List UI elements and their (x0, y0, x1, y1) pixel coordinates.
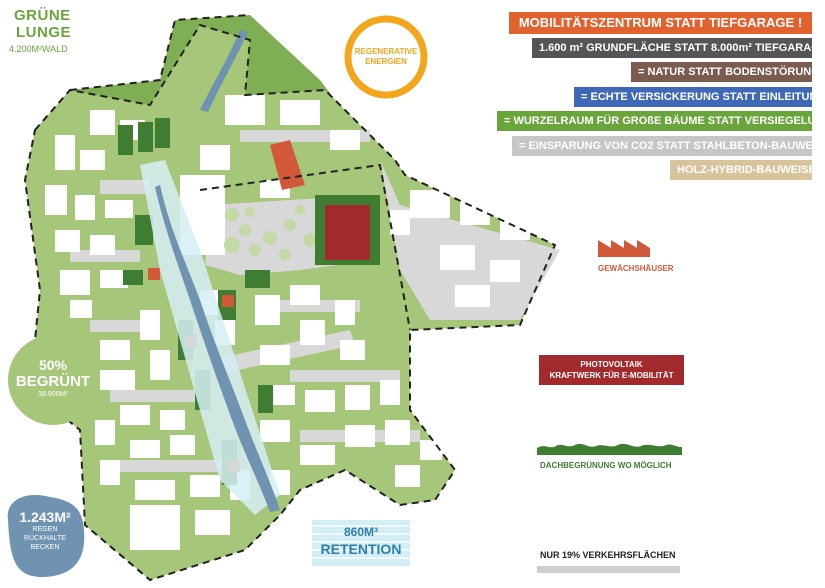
traffic-bar (537, 566, 680, 573)
traffic-label: NUR 19% VERKEHRSFLÄCHEN (540, 550, 676, 560)
roof-greening-icon (537, 443, 682, 455)
retention-word: RETENTION (320, 541, 402, 557)
water-channel (155, 185, 280, 512)
forest-boundary (69, 14, 251, 91)
rain-blob (7, 495, 85, 578)
legend-row-roots: = WURZELRAUM FÜR GROßE BÄUME STATT VERSI… (497, 111, 825, 131)
pv-label: PHOTOVOLTAIK KRAFTWERK FÜR E-MOBILITÄT (539, 359, 684, 381)
green-area: 38.900m² (38, 391, 68, 398)
energy-line1: REGENERATIVE (354, 47, 418, 56)
retention-value: 860m³ (343, 525, 378, 539)
rain-value: 1.243m² (19, 509, 71, 525)
legend-row-hybrid: HOLZ-HYBRID-BAUWEISE (670, 160, 816, 180)
green-lung-title: GRÜNE (14, 8, 71, 24)
energy-label: REGENERATIVE ENERGIEN (348, 47, 424, 67)
inner-boundary (199, 163, 411, 331)
retention-label: 860m³ RETENTION (312, 524, 410, 558)
forest-stream (200, 30, 248, 112)
pv-legend-box (539, 355, 684, 385)
rain-line2: RÜCKHALTE (24, 535, 66, 542)
green-lung-area: 4.200m²WALD (9, 44, 68, 54)
legend-row-nature: = NATUR STATT BODENSTÖRUNG (631, 62, 820, 82)
green-lung-line2: LUNGE (16, 24, 71, 41)
legend-title-text: MOBILITÄTSZENTRUM STATT TIEFGARAGE ! (518, 15, 803, 30)
legend-row-text: = NATUR STATT BODENSTÖRUNG (638, 66, 820, 78)
green-percent: 50% (38, 357, 68, 373)
pv-plant (325, 205, 370, 260)
green-lung-title-2: LUNGE (16, 25, 71, 41)
legend-row-text: HOLZ-HYBRID-BAUWEISE (677, 164, 816, 176)
energy-line2: ENERGIEN (365, 57, 407, 66)
legend-row-text: = EINSPARUNG VON CO2 STATT STAHLBETON-BA… (519, 140, 825, 152)
greenhouse-icon (598, 240, 650, 257)
green-word: BEGRÜNT (15, 373, 91, 390)
legend-row-infiltration: = ECHTE VERSICKERUNG STATT EINLEITUNG (574, 87, 825, 107)
green-lung-subtitle: 4.200m²WALD (9, 44, 68, 54)
legend-row-co2: = EINSPARUNG VON CO2 STATT STAHLBETON-BA… (512, 136, 825, 156)
retention-badge (312, 520, 410, 566)
legend-row-text: = WURZELRAUM FÜR GROßE BÄUME STATT VERSI… (504, 115, 825, 127)
green-lung-line1: GRÜNE (14, 7, 71, 24)
legend-title: MOBILITÄTSZENTRUM STATT TIEFGARAGE ! (509, 12, 812, 34)
energy-circle (344, 15, 428, 99)
rain-line1: REGEN (32, 526, 58, 533)
legend-row-text: = ECHTE VERSICKERUNG STATT EINLEITUNG (581, 91, 825, 103)
legend-row-text: 1.600 m² GRUNDFLÄCHE STATT 8.000m² TIEFG… (539, 42, 825, 54)
traffic-text: NUR 19% VERKEHRSFLÄCHEN (540, 550, 676, 560)
green-stat-circle (8, 335, 98, 425)
pv-line1: PHOTOVOLTAIK (580, 360, 643, 369)
rain-stat-label: 1.243m² REGEN RÜCKHALTE BECKEN (5, 509, 85, 552)
legend-row-garage: 1.600 m² GRUNDFLÄCHE STATT 8.000m² TIEFG… (532, 38, 825, 58)
greenhouse-label: GEWÄCHSHÄUSER (598, 264, 674, 273)
roof-label: DACHBEGRÜNUNG WO MÖGLICH (540, 461, 672, 470)
roof-text: DACHBEGRÜNUNG WO MÖGLICH (540, 461, 672, 470)
trees (224, 205, 326, 266)
rain-line3: BECKEN (30, 544, 60, 551)
green-stat-label: 50% BEGRÜNT 38.900m² (8, 357, 98, 400)
pv-line2: KRAFTWERK FÜR E-MOBILITÄT (549, 371, 674, 380)
greenhouse-text: GEWÄCHSHÄUSER (598, 264, 674, 273)
